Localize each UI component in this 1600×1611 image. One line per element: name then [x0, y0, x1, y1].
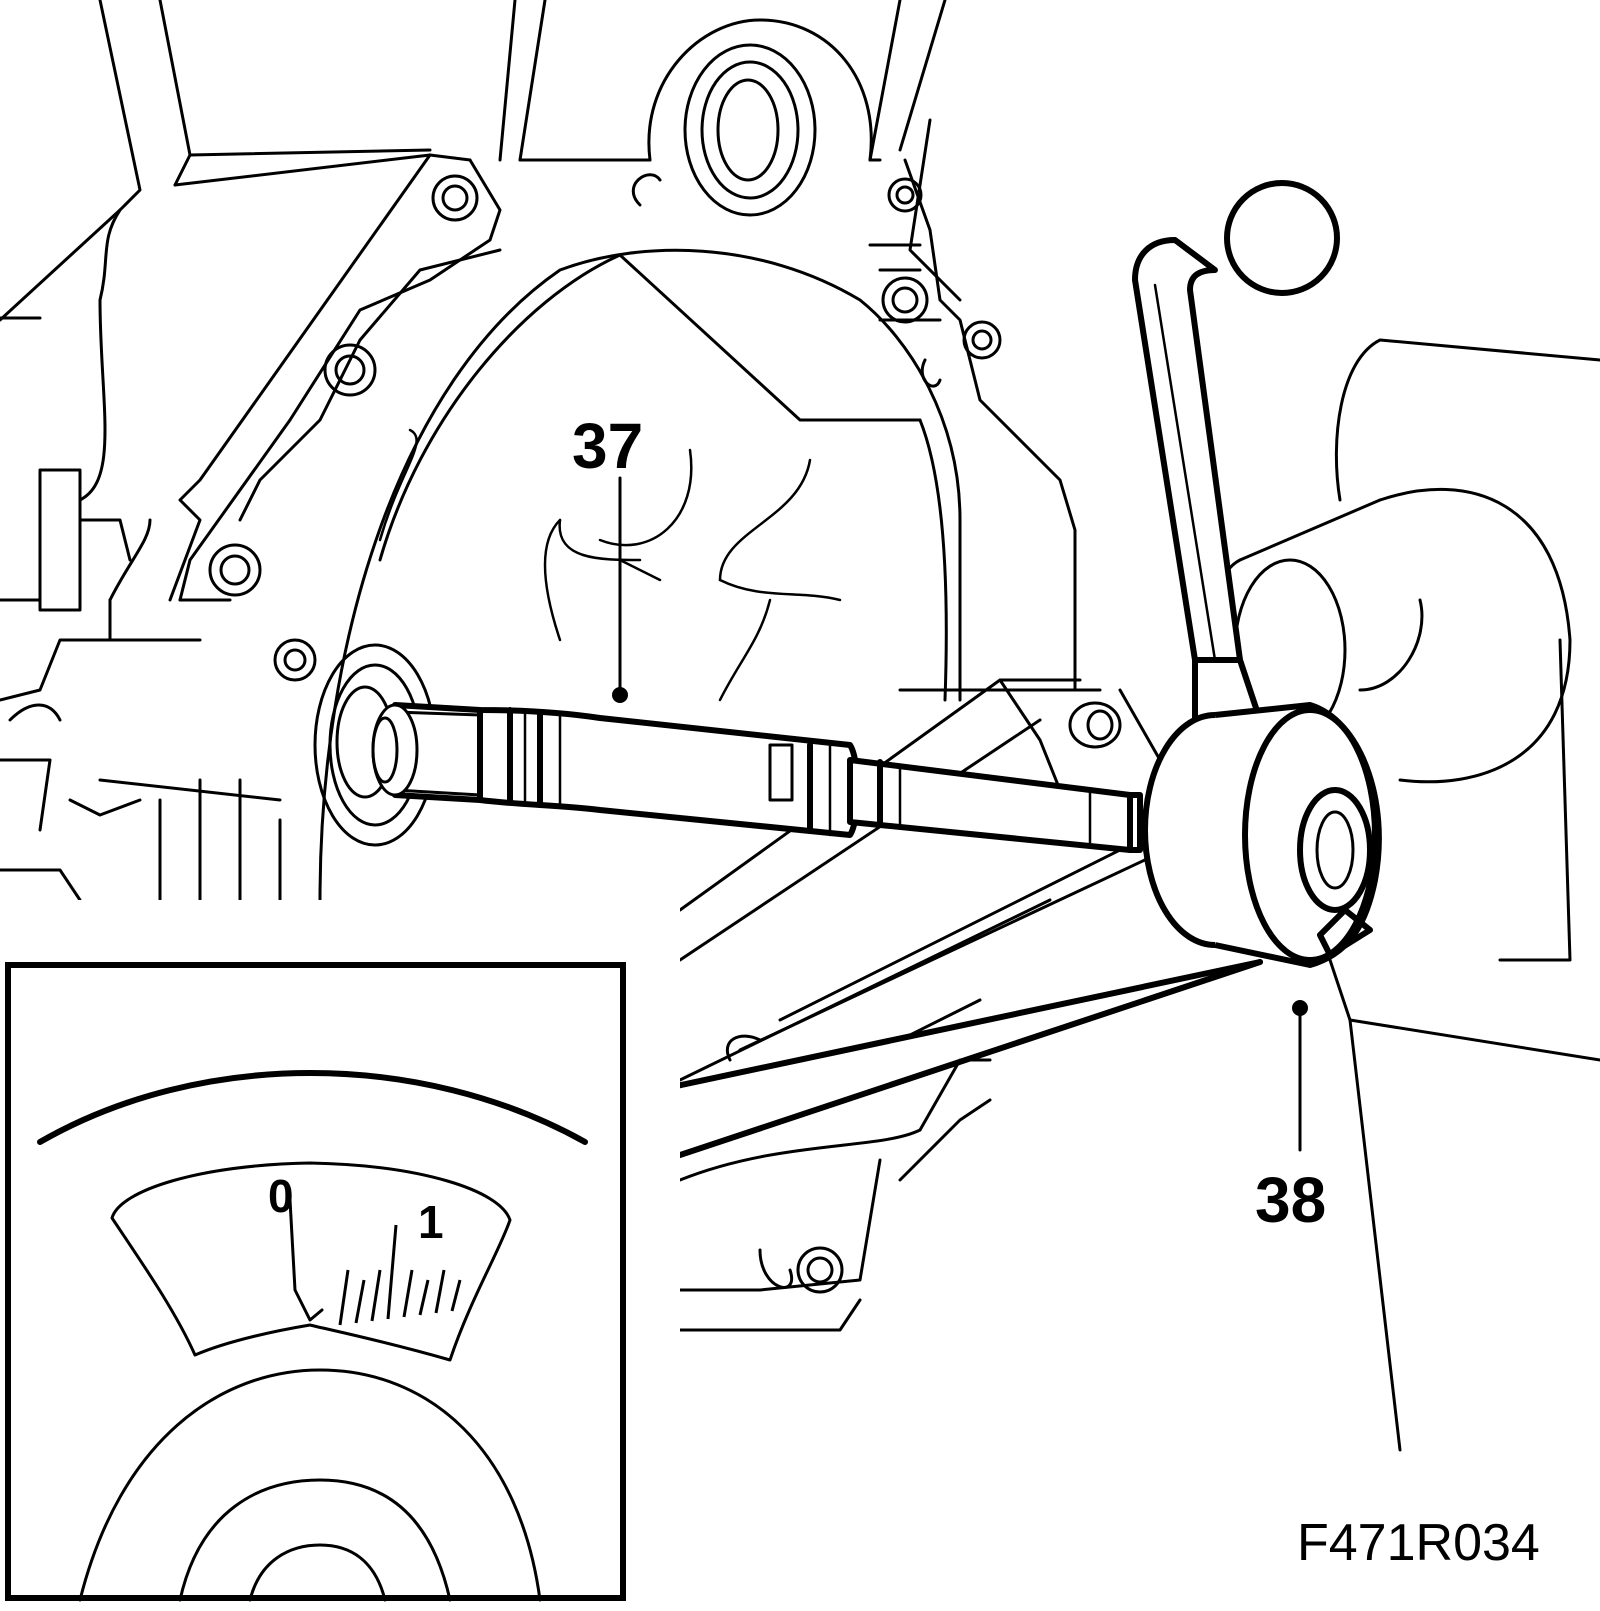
- detail-inset: [0, 900, 680, 1606]
- tool-37-shaft: [371, 702, 1143, 853]
- tool-38-crank-handle: [1132, 180, 1382, 968]
- dial-minor-tick: [338, 1269, 350, 1326]
- callout-37-label: 37: [572, 410, 643, 482]
- dial-minor-tick: [370, 1269, 382, 1322]
- dial-minor-tick: [418, 1279, 430, 1316]
- dial-graduation-ticks: [338, 1224, 462, 1326]
- dial-minor-tick: [450, 1279, 462, 1312]
- dial-label-zero: 0: [268, 1170, 294, 1222]
- dial-major-tick: [386, 1224, 398, 1320]
- callout-leaders: [612, 476, 1308, 1152]
- dial-label-one: 1: [418, 1196, 444, 1248]
- dial-minor-tick: [354, 1279, 366, 1324]
- dial-minor-tick: [402, 1269, 414, 1318]
- callout-38-label: 38: [1255, 1164, 1326, 1236]
- zoom-wedge: [617, 959, 1263, 1178]
- dial-minor-tick: [434, 1269, 446, 1314]
- figure-id: F471R034: [1297, 1514, 1540, 1572]
